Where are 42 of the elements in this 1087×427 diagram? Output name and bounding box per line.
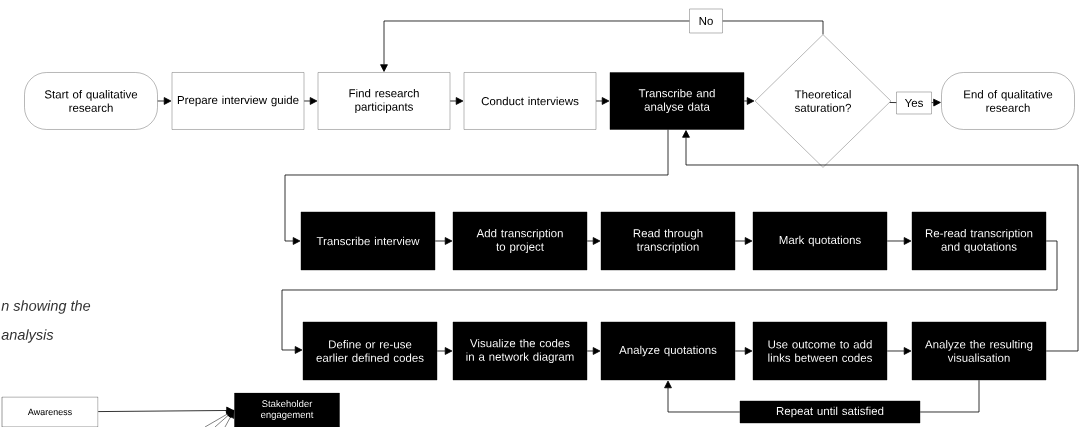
arrow: [743, 97, 755, 105]
arrow: [734, 237, 753, 245]
arrow: [157, 97, 172, 105]
process-box: Re-read transcription and quotations: [911, 211, 1047, 271]
process-box: Add transcription to project: [452, 211, 588, 271]
arrow: [931, 98, 941, 107]
process-box: Conduct interviews: [463, 72, 597, 130]
arrow: [281, 240, 1058, 354]
arrow: [595, 97, 610, 105]
process-box: Prepare interview guide: [171, 72, 305, 130]
arrow: [682, 130, 1079, 352]
arrow: [734, 347, 753, 355]
process-box: Mark quotations: [752, 211, 888, 271]
arrow: [886, 237, 912, 245]
caption-fragment: n showing the: [1, 300, 91, 314]
caption-fragment: analysis: [1, 329, 54, 343]
branch-label-box: No: [689, 8, 723, 34]
process-box: Read through transcription: [600, 211, 736, 271]
process-box: Awareness: [1, 396, 99, 427]
arrow: [224, 410, 235, 427]
process-box: Visualize the codes in a network diagram: [452, 321, 588, 381]
process-box: Define or re-use earlier defined codes: [302, 321, 438, 381]
arrow: [380, 20, 690, 72]
process-box: Stakeholder engagement: [234, 392, 340, 427]
process-box: Analyze the resulting visualisation: [911, 321, 1047, 381]
process-box: Use outcome to add links between codes: [752, 321, 888, 381]
arrow: [886, 347, 912, 355]
process-box: Find research participants: [317, 72, 451, 130]
arrow: [664, 380, 741, 413]
arrow: [436, 347, 453, 355]
arrow: [97, 406, 234, 415]
branch-label-box: Yes: [896, 91, 932, 115]
arrow: [434, 237, 453, 245]
arrow: [284, 129, 669, 245]
process-box: Transcribe and analyse data: [609, 72, 745, 130]
process-box: Analyze quotations: [600, 321, 736, 381]
arrow: [303, 97, 318, 105]
arrow: [586, 347, 601, 355]
arrow: [586, 237, 601, 245]
process-box: Repeat until satisfied: [739, 400, 921, 424]
arrow: [449, 97, 464, 105]
process-box: Transcribe interview: [300, 211, 436, 271]
